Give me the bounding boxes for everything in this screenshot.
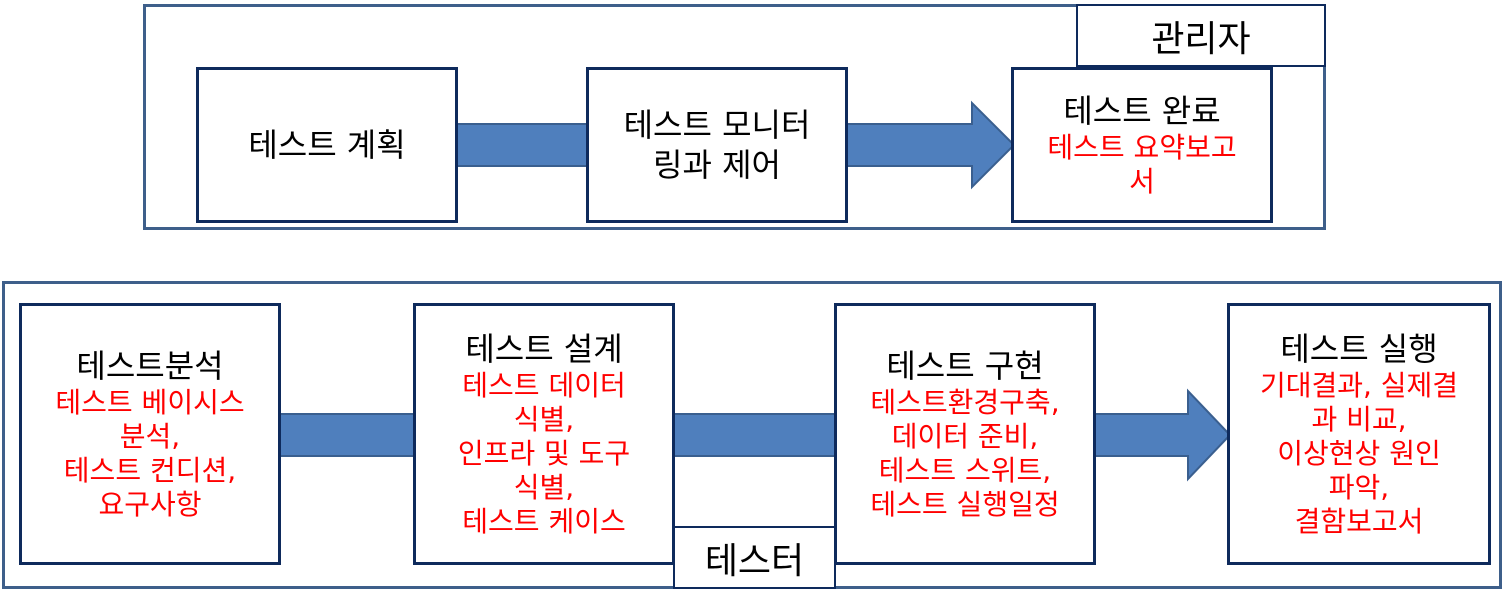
step-title: 테스트 실행 (1280, 330, 1438, 368)
tester-label: 테스터 (673, 526, 836, 589)
step-detail: 기대결과, 실제결 과 비교, 이상현상 원인 파악, 결함보고서 (1259, 369, 1459, 538)
step-detail: 테스트 요약보고 서 (1047, 131, 1237, 198)
arrow-implementation-to-execution (1092, 388, 1232, 482)
step-test-design: 테스트 설계 테스트 데이터 식별, 인프라 및 도구 식별, 테스트 케이스 (413, 303, 675, 565)
step-detail: 테스트 베이시스 분석, 테스트 컨디션, 요구사항 (55, 386, 245, 521)
step-title: 테스트 구현 (886, 347, 1044, 385)
step-title: 테스트 설계 (465, 330, 623, 368)
step-title: 테스트분석 (76, 347, 224, 385)
step-test-execution: 테스트 실행 기대결과, 실제결 과 비교, 이상현상 원인 파악, 결함보고서 (1227, 303, 1491, 565)
arrow-design-to-implementation (671, 413, 839, 457)
manager-group (143, 4, 1326, 230)
step-test-analysis: 테스트분석 테스트 베이시스 분석, 테스트 컨디션, 요구사항 (19, 303, 281, 565)
step-title: 테스트 완료 (1063, 92, 1221, 130)
step-test-implementation: 테스트 구현 테스트환경구축, 데이터 준비, 테스트 스위트, 테스트 실행일… (834, 303, 1096, 565)
step-test-planning: 테스트 계획 (196, 67, 458, 223)
arrow-monitor-to-complete (844, 100, 1016, 190)
step-test-monitoring-control: 테스트 모니터 링과 제어 (586, 67, 848, 223)
step-detail: 테스트환경구축, 데이터 준비, 테스트 스위트, 테스트 실행일정 (870, 386, 1060, 521)
step-detail: 테스트 데이터 식별, 인프라 및 도구 식별, 테스트 케이스 (457, 369, 631, 538)
step-title: 테스트 모니터 링과 제어 (623, 106, 811, 184)
step-title: 테스트 계획 (248, 126, 406, 164)
step-test-completion: 테스트 완료 테스트 요약보고 서 (1011, 67, 1273, 223)
manager-label: 관리자 (1076, 4, 1326, 67)
